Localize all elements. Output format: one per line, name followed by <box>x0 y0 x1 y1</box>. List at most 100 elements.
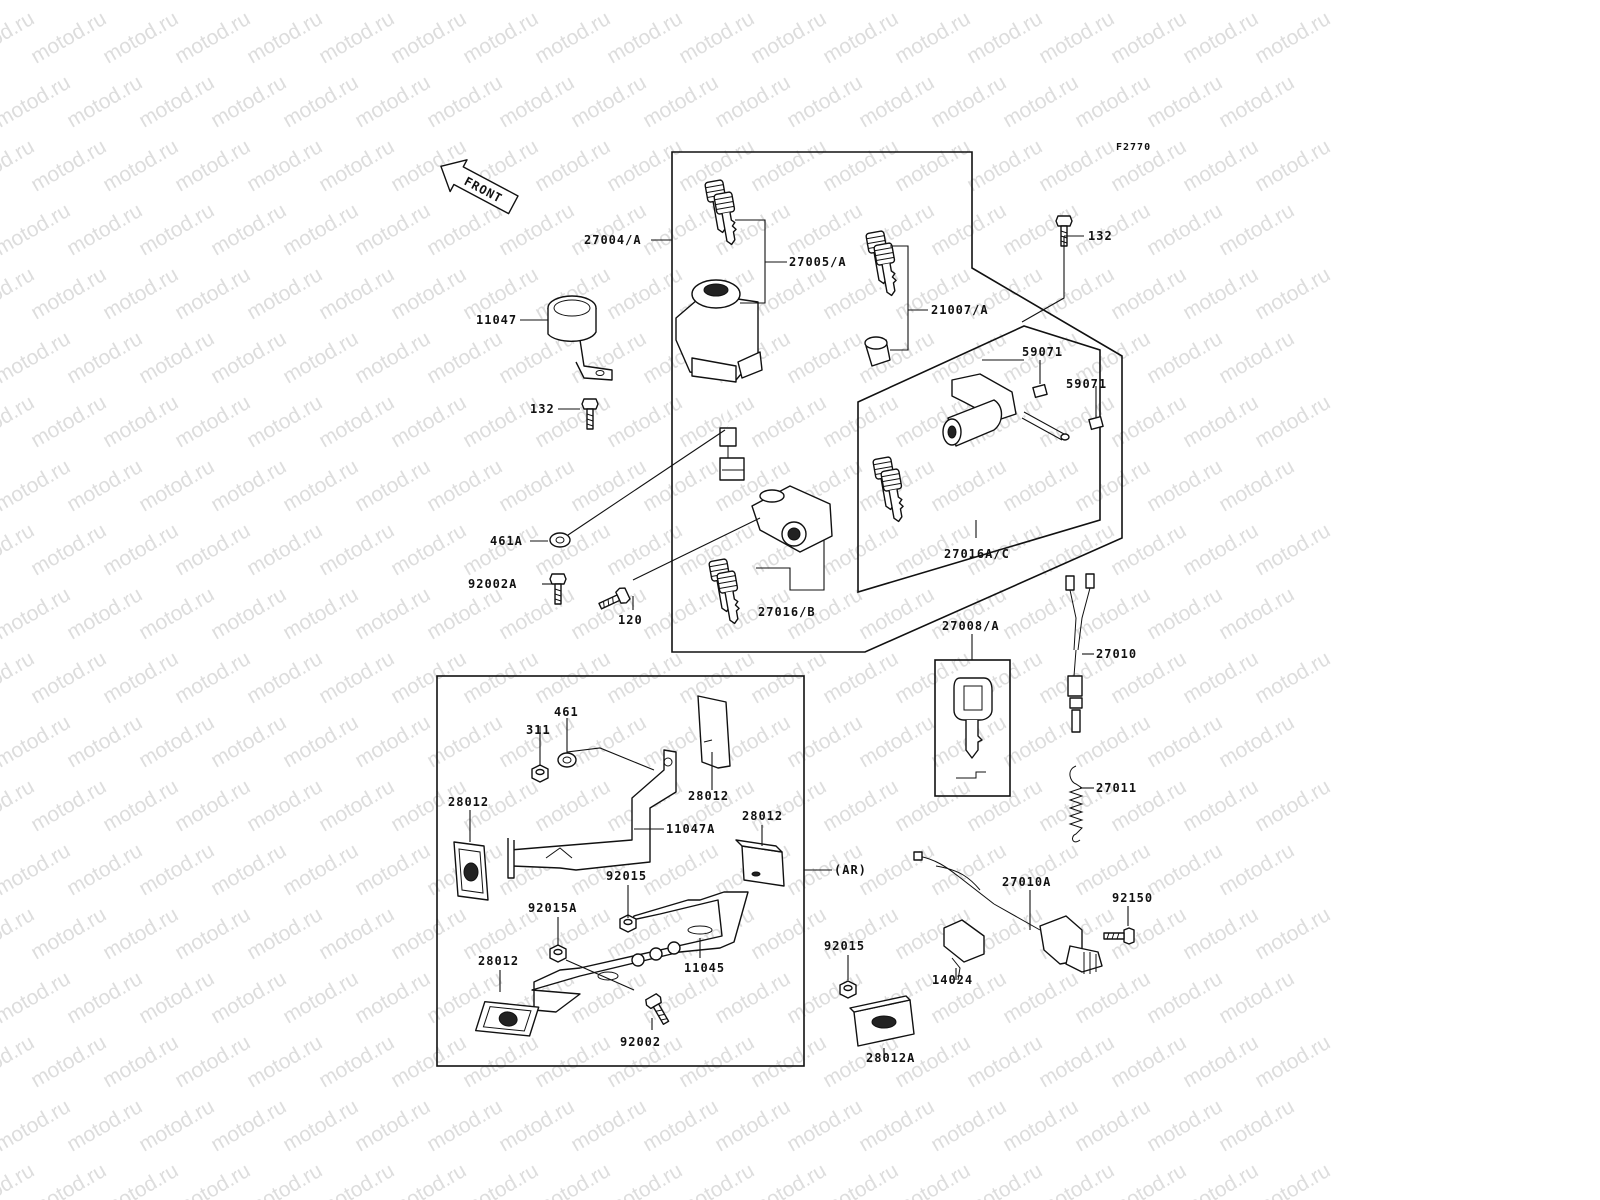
watermark-text: motod.ru <box>351 327 434 388</box>
watermark-text: motod.ru <box>207 967 290 1028</box>
label-92002A: 92002A <box>468 577 517 591</box>
watermark-text: motod.ru <box>135 583 218 644</box>
watermark-text: motod.ru <box>27 1031 110 1092</box>
watermark-text: motod.ru <box>243 263 326 324</box>
watermark-text: motod.ru <box>27 135 110 196</box>
watermark-text: motod.ru <box>0 71 74 132</box>
watermark-text: motod.ru <box>1179 519 1262 580</box>
watermark-text: motod.ru <box>531 775 614 836</box>
watermark-text: motod.ru <box>387 7 470 68</box>
watermark-text: motod.ru <box>783 327 866 388</box>
watermark-text: motod.ru <box>171 7 254 68</box>
reflector-28012A <box>849 995 915 1047</box>
watermark-text: motod.ru <box>495 1095 578 1156</box>
watermark-text: motod.ru <box>783 71 866 132</box>
watermark-text: motod.ru <box>423 71 506 132</box>
watermark-text: motod.ru <box>531 7 614 68</box>
watermark-text: motod.ru <box>171 1159 254 1200</box>
watermark-text: motod.ru <box>0 711 74 772</box>
watermark-text: motod.ru <box>279 327 362 388</box>
watermark-text: motod.ru <box>1215 199 1298 260</box>
watermark-text: motod.ru <box>639 199 722 260</box>
watermark-text: motod.ru <box>675 903 758 964</box>
watermark-text: motod.ru <box>855 199 938 260</box>
watermark-text: motod.ru <box>1179 647 1262 708</box>
watermark-text: motod.ru <box>675 1031 758 1092</box>
watermark-text: motod.ru <box>1251 1031 1334 1092</box>
watermark-text: motod.ru <box>999 455 1082 516</box>
watermark-text: motod.ru <box>1035 1031 1118 1092</box>
watermark-text: motod.ru <box>279 0 362 4</box>
bracket-11047 <box>547 295 613 430</box>
watermark-text: motod.ru <box>315 135 398 196</box>
label-27016AC: 27016A/C <box>944 547 1010 561</box>
watermark-text: motod.ru <box>27 1159 110 1200</box>
label-311: 311 <box>526 723 551 737</box>
watermark-text: motod.ru <box>387 1031 470 1092</box>
watermark-text: motod.ru <box>351 1095 434 1156</box>
leader-lines <box>469 219 1129 1060</box>
watermark-text: motod.ru <box>0 455 74 516</box>
watermark-text: motod.ru <box>243 1159 326 1200</box>
watermark-text: motod.ru <box>783 711 866 772</box>
washer-461A <box>549 532 571 548</box>
watermark-text: motod.ru <box>1251 135 1334 196</box>
watermark-text: motod.ru <box>927 199 1010 260</box>
watermark-text: motod.ru <box>1179 391 1262 452</box>
watermark-text: motod.ru <box>387 391 470 452</box>
watermark-text: motod.ru <box>315 263 398 324</box>
ignition-set-frame <box>671 151 1123 653</box>
watermark-text: motod.ru <box>747 775 830 836</box>
watermark-text: motod.ru <box>99 391 182 452</box>
watermark-text: motod.ru <box>171 263 254 324</box>
label-11045: 11045 <box>684 961 725 975</box>
washer-461 <box>557 752 577 768</box>
watermark-text: motod.ru <box>459 391 542 452</box>
watermark-text: motod.ru <box>927 1095 1010 1156</box>
watermark-text: motod.ru <box>351 71 434 132</box>
watermark-text: motod.ru <box>315 1031 398 1092</box>
watermark-text: motod.ru <box>243 903 326 964</box>
watermark-text: motod.ru <box>1143 199 1226 260</box>
watermark-text: motod.ru <box>387 263 470 324</box>
watermark-text: motod.ru <box>1143 0 1226 4</box>
watermark-text: motod.ru <box>1143 839 1226 900</box>
watermark-text: motod.ru <box>747 135 830 196</box>
watermark-text: motod.ru <box>783 967 866 1028</box>
watermark-text: motod.ru <box>423 0 506 4</box>
watermark-text: motod.ru <box>351 711 434 772</box>
watermark-text: motod.ru <box>171 135 254 196</box>
watermark-text: motod.ru <box>459 519 542 580</box>
watermark-text: motod.ru <box>315 647 398 708</box>
watermark-text: motod.ru <box>27 7 110 68</box>
watermark-text: motod.ru <box>351 583 434 644</box>
label-132-left: 132 <box>530 402 555 416</box>
label-92015-a: 92015 <box>606 869 647 883</box>
watermark-text: motod.ru <box>855 71 938 132</box>
watermark-text: motod.ru <box>1215 583 1298 644</box>
watermark-text: motod.ru <box>1107 391 1190 452</box>
watermark-text: motod.ru <box>639 71 722 132</box>
reflector-28012-c <box>735 839 785 887</box>
watermark-text: motod.ru <box>783 199 866 260</box>
label-59071-a: 59071 <box>1022 345 1063 359</box>
label-27004A: 27004/A <box>584 233 642 247</box>
watermark-text: motod.ru <box>387 1159 470 1200</box>
watermark-text: motod.ru <box>819 1159 902 1200</box>
watermark-text: motod.ru <box>639 0 722 4</box>
cover-14024 <box>943 919 985 981</box>
watermark-text: motod.ru <box>819 903 902 964</box>
switch-harness-27010 <box>1065 573 1095 733</box>
front-direction-arrow: FRONT <box>440 159 519 215</box>
watermark-text: motod.ru <box>171 775 254 836</box>
watermark-text: motod.ru <box>819 7 902 68</box>
watermark-text: motod.ru <box>927 0 1010 4</box>
watermark-text: motod.ru <box>603 263 686 324</box>
watermark-text: motod.ru <box>1035 263 1118 324</box>
watermark-text: motod.ru <box>1107 263 1190 324</box>
watermark-text: motod.ru <box>1251 903 1334 964</box>
watermark-text: motod.ru <box>531 647 614 708</box>
watermark-text: motod.ru <box>423 1095 506 1156</box>
watermark-text: motod.ru <box>243 7 326 68</box>
watermark-text: motod.ru <box>1143 327 1226 388</box>
